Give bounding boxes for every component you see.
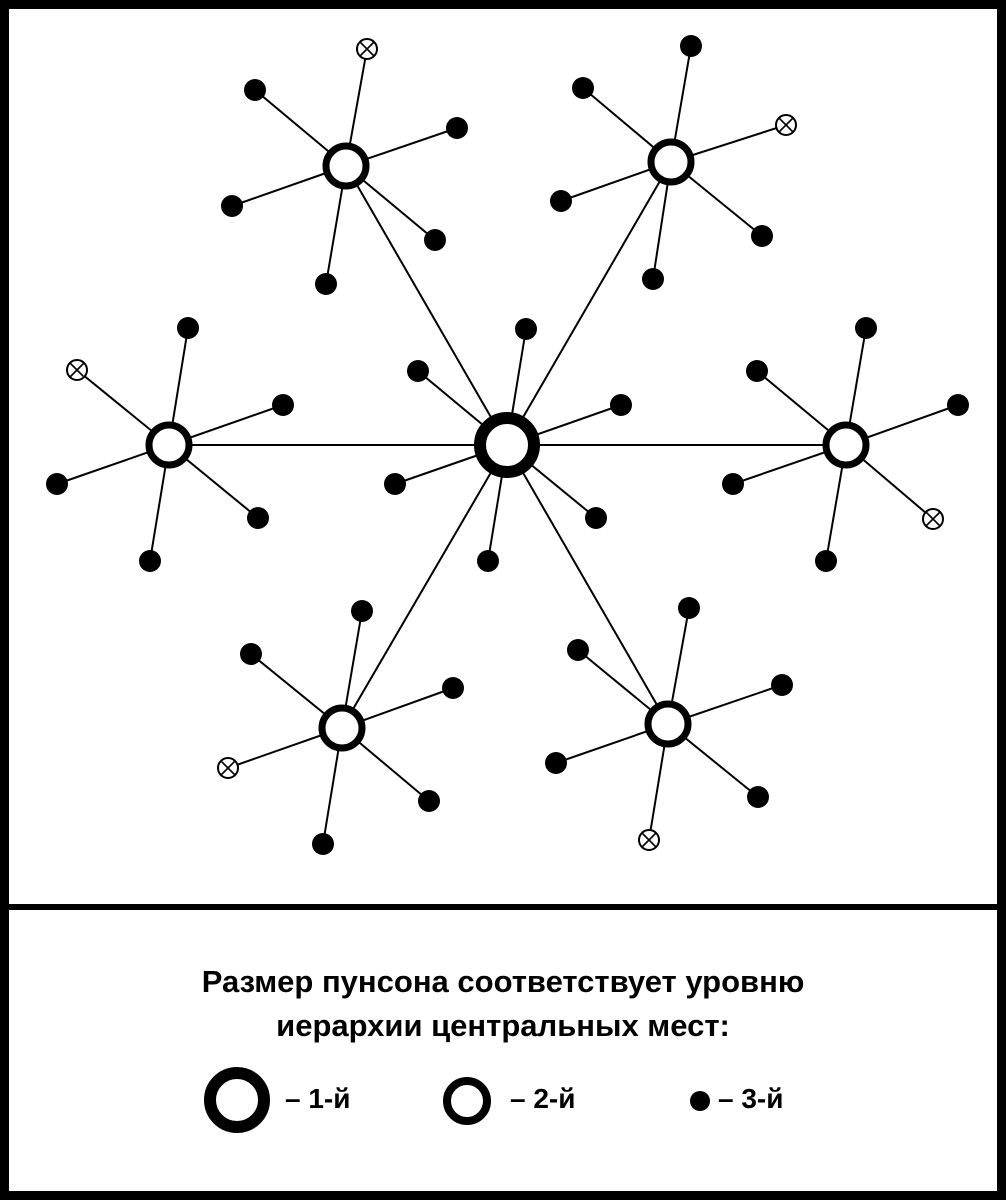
level-2-node-c5 [318, 704, 366, 752]
legend-level-1-label: – 1-й [285, 1083, 350, 1114]
level-3-node [567, 639, 589, 661]
legend-caption-line2: иерархии центральных мест: [276, 1008, 730, 1043]
level-3-node [550, 190, 572, 212]
legend-level-3-symbol [690, 1091, 710, 1111]
level-3-node [46, 473, 68, 495]
level-3-node [642, 268, 664, 290]
level-3-node [585, 507, 607, 529]
link-c0-c1 [345, 165, 508, 446]
level-3-node [244, 79, 266, 101]
level-3-node [240, 643, 262, 665]
level-3-node [407, 360, 429, 382]
legend: Размер пунсона соответствует уровню иера… [202, 964, 805, 1133]
link-c0-c5 [341, 444, 508, 729]
level-3-node [747, 786, 769, 808]
legend-level-2-symbol [443, 1077, 491, 1125]
legend-level-1-symbol [204, 1067, 270, 1133]
level-2-node-c4 [822, 421, 870, 469]
crossed-circle-node [922, 508, 944, 530]
level-2-node-c3 [145, 421, 193, 469]
level-3-node [177, 317, 199, 339]
crossed-circle-node [217, 757, 239, 779]
level-3-node [947, 394, 969, 416]
link-c0-c6 [506, 444, 669, 725]
level-3-node [247, 507, 269, 529]
legend-level-2-label: – 2-й [510, 1083, 575, 1114]
level-3-node [351, 600, 373, 622]
level-3-node [312, 833, 334, 855]
level-3-node [722, 473, 744, 495]
level-3-node [477, 550, 499, 572]
crossed-circle-node [356, 38, 378, 60]
level-3-node [746, 360, 768, 382]
crossed-circle-node [638, 829, 660, 851]
level-1-node [474, 412, 540, 478]
level-3-node [751, 225, 773, 247]
level-3-node [221, 195, 243, 217]
network-nodes [46, 35, 969, 855]
level-3-node [442, 677, 464, 699]
level-3-node [680, 35, 702, 57]
level-3-node [418, 790, 440, 812]
crossed-circle-node [775, 114, 797, 136]
level-3-node [545, 752, 567, 774]
level-3-node [139, 550, 161, 572]
level-3-node [515, 318, 537, 340]
level-3-node [384, 473, 406, 495]
legend-caption-line1: Размер пунсона соответствует уровню [202, 964, 805, 999]
level-3-node [446, 117, 468, 139]
level-3-node [424, 229, 446, 251]
level-2-node-c2 [647, 138, 695, 186]
crossed-circle-node [66, 359, 88, 381]
level-3-node [272, 394, 294, 416]
level-2-node-c6 [644, 700, 692, 748]
legend-level-3-label: – 3-й [718, 1083, 783, 1114]
level-3-node [815, 550, 837, 572]
level-3-node [678, 597, 700, 619]
level-3-node [315, 273, 337, 295]
level-3-node [855, 317, 877, 339]
link-c0-c2 [506, 161, 672, 446]
level-3-node [610, 394, 632, 416]
level-2-node-c1 [322, 142, 370, 190]
level-3-node [572, 77, 594, 99]
level-3-node [771, 674, 793, 696]
